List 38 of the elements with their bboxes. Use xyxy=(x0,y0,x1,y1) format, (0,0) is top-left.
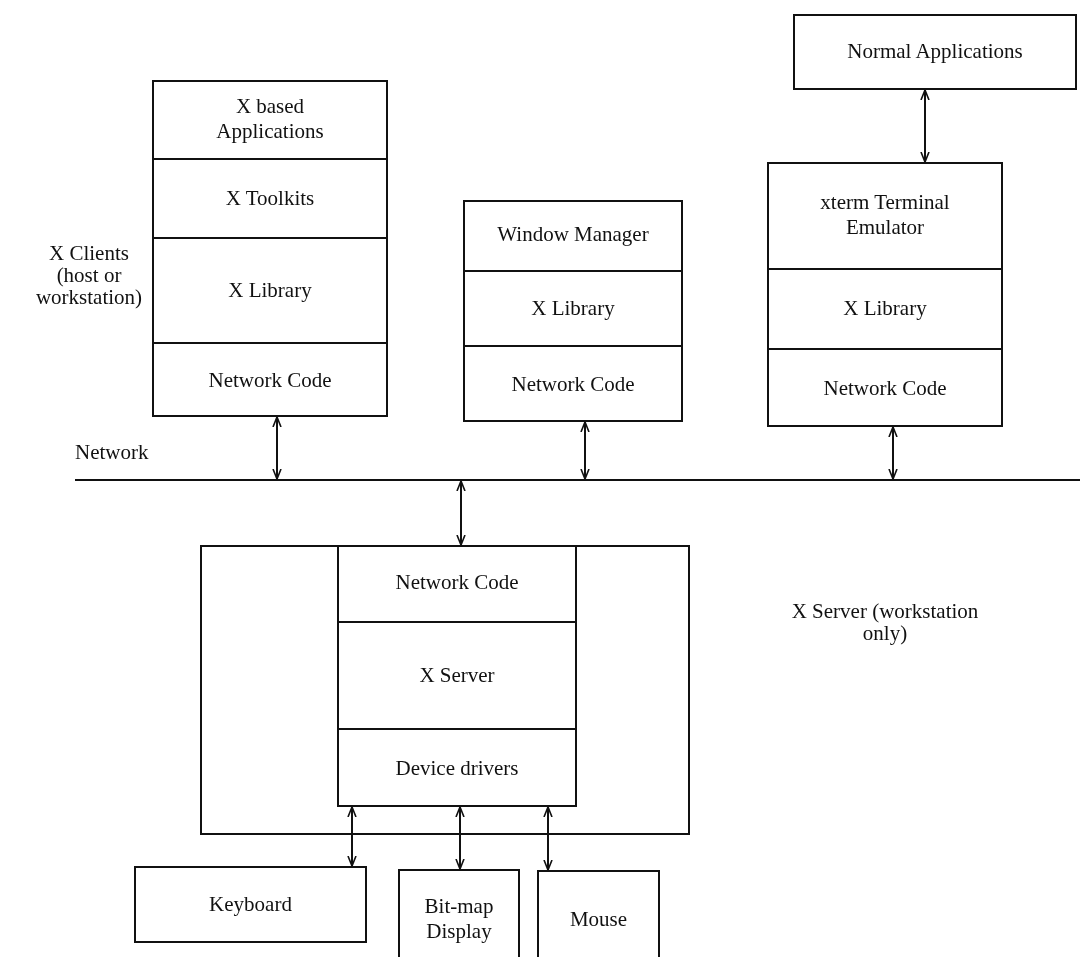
arrow xyxy=(272,416,282,480)
node-label: X Library xyxy=(843,296,927,322)
node-label: Mouse xyxy=(569,907,628,933)
arrow xyxy=(920,89,930,163)
layer-box xyxy=(134,866,367,943)
node-label: X Toolkits xyxy=(225,185,315,212)
node-label: Keyboard xyxy=(209,891,292,918)
layer-box xyxy=(398,869,520,957)
arrow xyxy=(456,480,466,546)
layer-box xyxy=(537,870,660,957)
stack-box xyxy=(152,80,388,417)
node-label: X based Applications xyxy=(215,93,325,145)
node-label: Normal Applications xyxy=(847,39,1023,65)
node-label: Bit-map Display xyxy=(423,893,495,945)
node-label: X Server xyxy=(419,662,495,689)
node-label: Network Code xyxy=(208,367,332,394)
group-label: X Server (workstation only) xyxy=(790,600,980,645)
stack-box xyxy=(463,200,683,422)
node-label: xterm Terminal Emulator xyxy=(820,189,950,241)
arrow xyxy=(455,806,465,870)
node-label: Network Code xyxy=(395,570,519,596)
arrow xyxy=(543,806,553,871)
node-label: Device drivers xyxy=(395,755,519,782)
arrow xyxy=(580,421,590,480)
arrow xyxy=(347,806,357,867)
stack-box xyxy=(200,545,690,835)
network-line xyxy=(75,479,1080,481)
layer-box xyxy=(793,14,1077,90)
node-label: X Library xyxy=(228,277,312,304)
node-caption: Network xyxy=(75,440,150,466)
stack-box xyxy=(767,162,1003,427)
node-label: X Library xyxy=(531,295,615,322)
group-label: X Clients (host or workstation) xyxy=(34,242,144,309)
arrow xyxy=(888,426,898,480)
node-label: Network Code xyxy=(511,371,635,398)
node-label: Network Code xyxy=(823,375,947,402)
node-label: Window Manager xyxy=(497,222,649,248)
stack-box xyxy=(337,545,577,807)
